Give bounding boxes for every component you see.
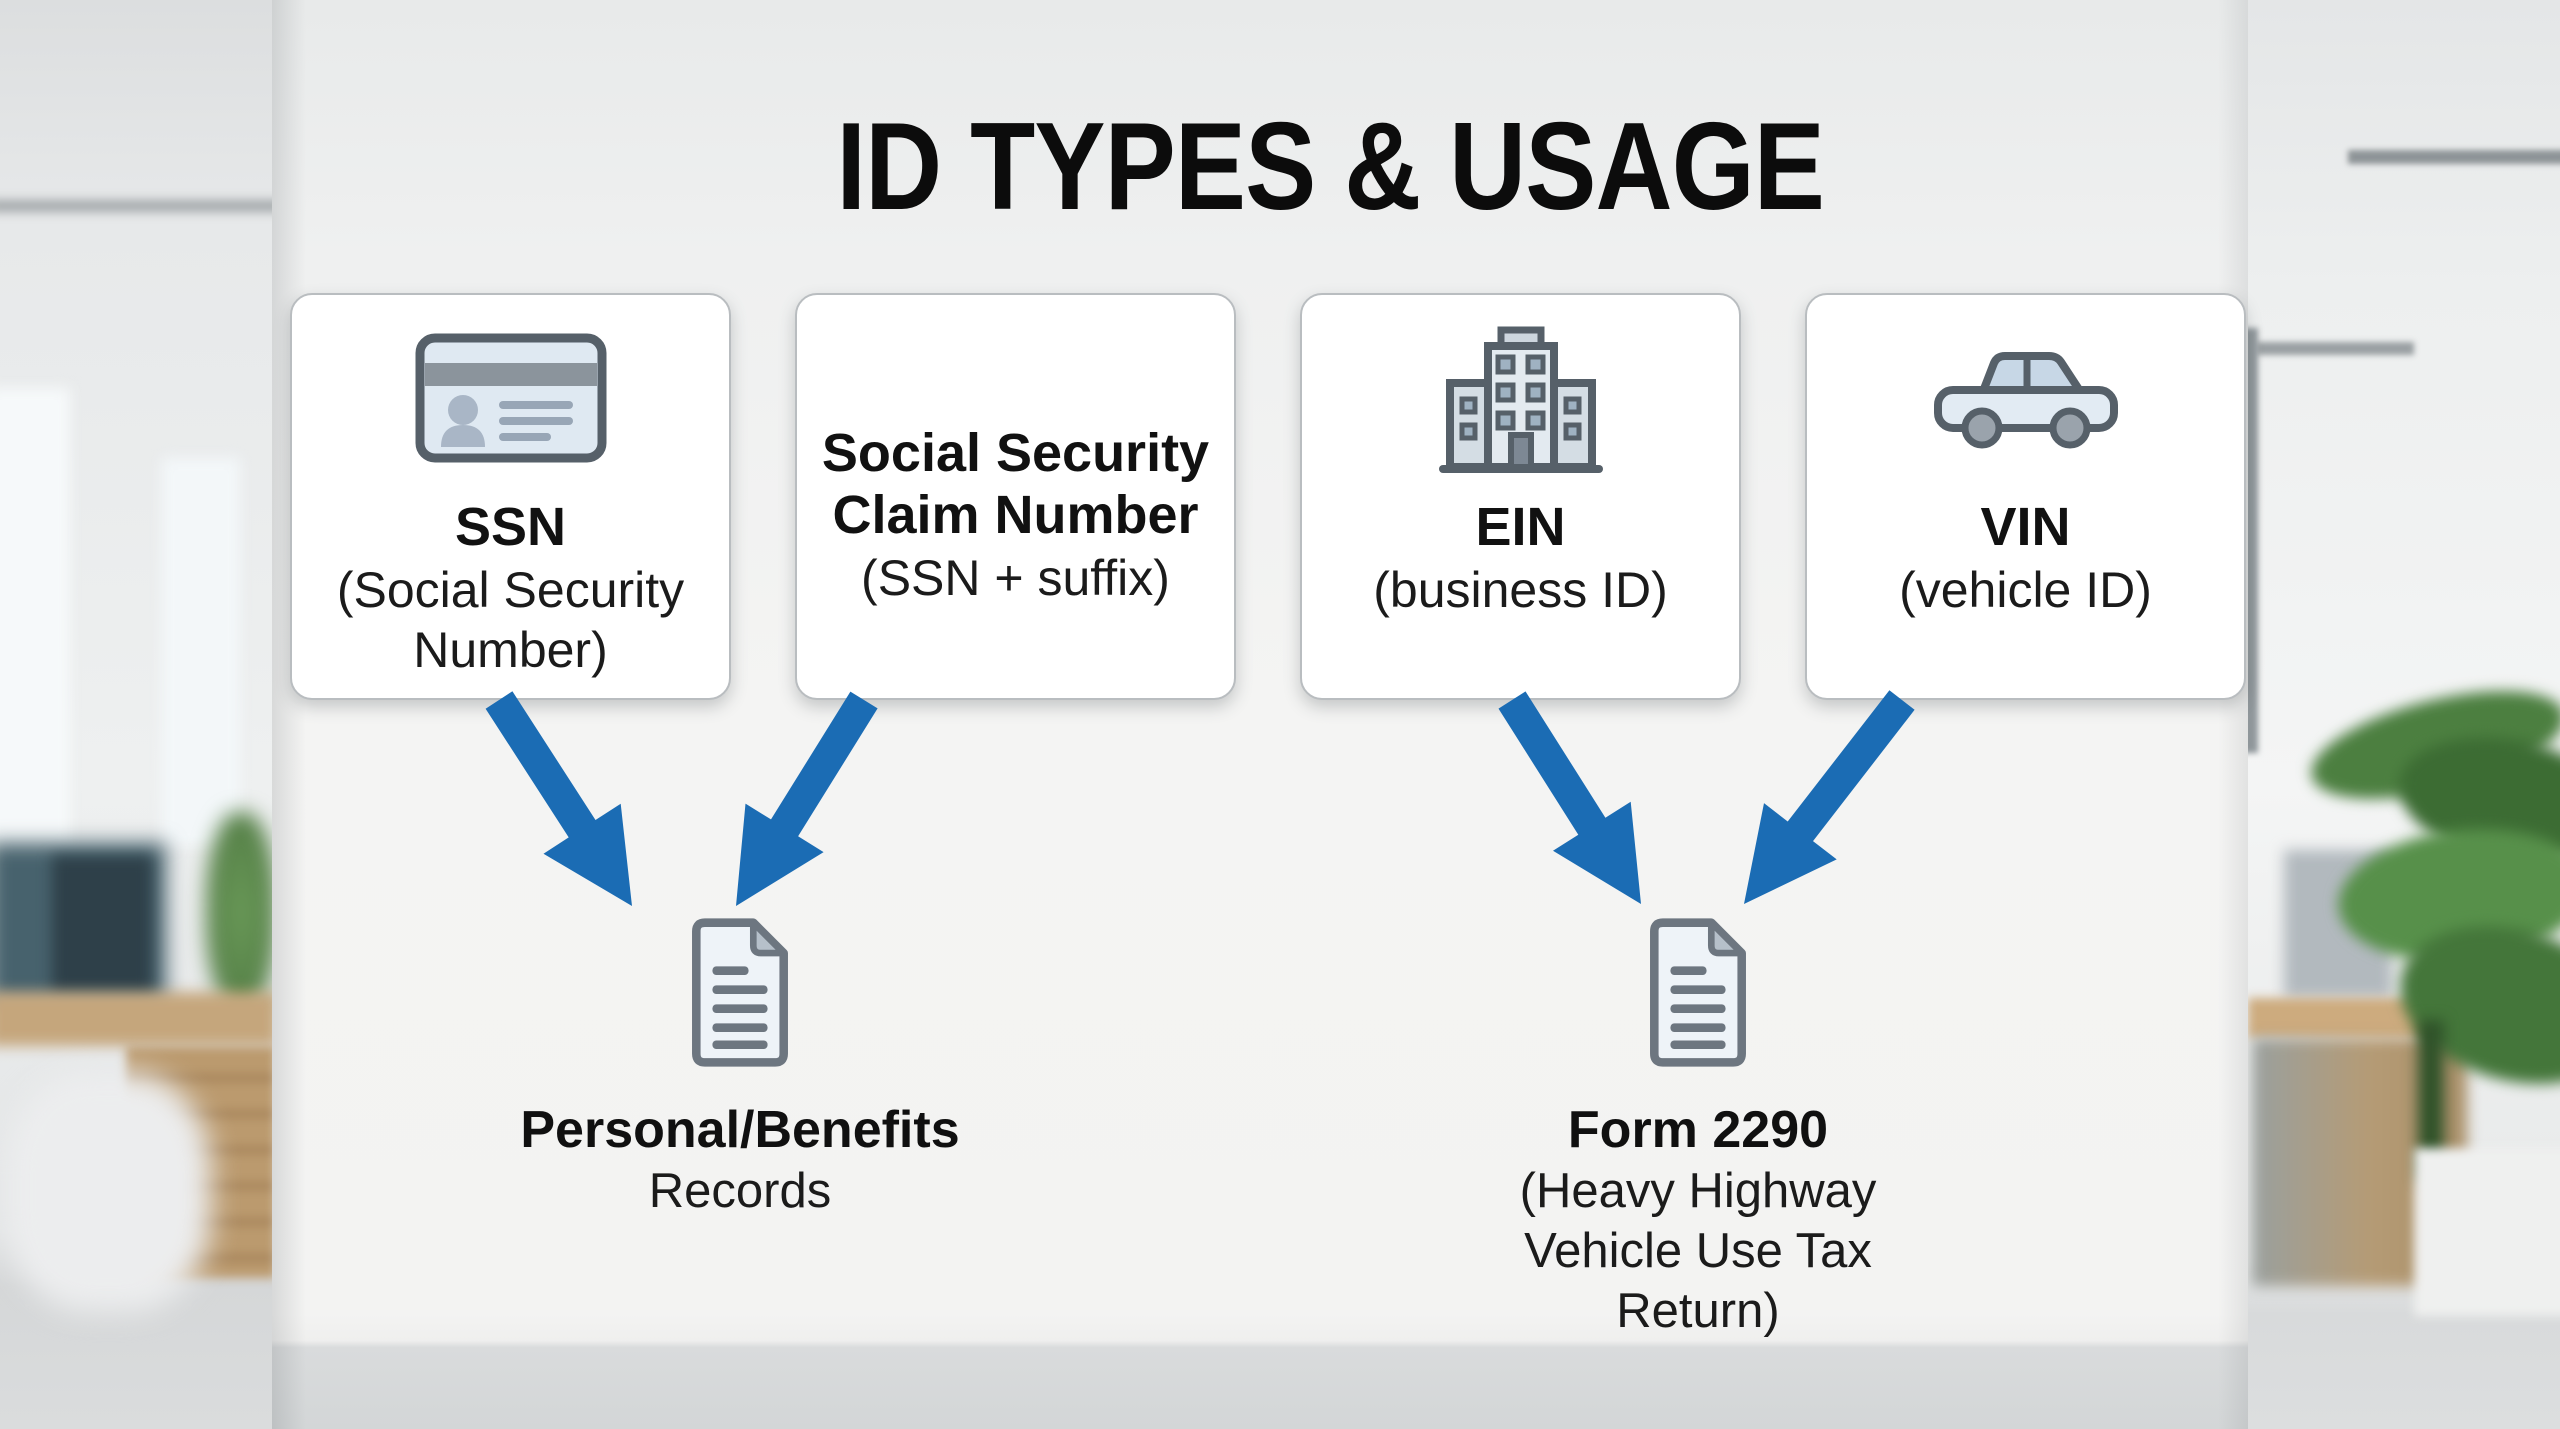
card-vin: VIN (vehicle ID) bbox=[1805, 293, 2246, 700]
planter-box bbox=[2414, 1148, 2560, 1316]
destination-form-2290: Form 2290 (Heavy Highway Vehicle Use Tax… bbox=[1418, 915, 1978, 1341]
card-ssn: SSN (Social Security Number) bbox=[290, 293, 731, 700]
card-subtitle: (business ID) bbox=[1373, 562, 1668, 618]
card-row: SSN (Social Security Number) Social Secu… bbox=[290, 293, 2252, 700]
card-subtitle: (Social Security Number) bbox=[336, 562, 685, 678]
document-icon bbox=[1650, 918, 1746, 1067]
card-ein: EIN (business ID) bbox=[1300, 293, 1741, 700]
picture-frame bbox=[2248, 328, 2258, 753]
destination-records: Personal/Benefits Records bbox=[460, 915, 1020, 1221]
ceiling-line bbox=[0, 200, 272, 212]
card-title: VIN bbox=[1980, 497, 2071, 557]
card-title: EIN bbox=[1475, 497, 1566, 557]
background-office-right bbox=[2248, 0, 2560, 1429]
window bbox=[162, 458, 240, 846]
destination-title: Personal/Benefits bbox=[520, 1101, 960, 1159]
card-claim-number: Social Security Claim Number (SSN + suff… bbox=[795, 293, 1236, 700]
office-chair bbox=[6, 1072, 211, 1312]
ceiling-light bbox=[2256, 342, 2414, 355]
document-icon bbox=[692, 918, 788, 1067]
card-subtitle: (vehicle ID) bbox=[1899, 562, 2152, 618]
wall-edge-shadow bbox=[272, 0, 306, 1429]
background-office-left bbox=[0, 0, 272, 1429]
card-title: Social Security Claim Number bbox=[821, 422, 1210, 545]
wall-edge-shadow bbox=[2218, 0, 2248, 1429]
page-title: ID TYPES & USAGE bbox=[836, 98, 1825, 236]
destination-title: Form 2290 bbox=[1567, 1101, 1829, 1159]
card-subtitle: (SSN + suffix) bbox=[861, 549, 1170, 606]
ceiling-light bbox=[2348, 150, 2560, 164]
destination-subtitle: (Heavy Highway Vehicle Use Tax Return) bbox=[1519, 1164, 1877, 1338]
building-icon bbox=[1438, 326, 1603, 473]
window bbox=[0, 388, 70, 846]
monitor bbox=[52, 856, 152, 992]
card-title: SSN bbox=[454, 497, 567, 557]
desk bbox=[0, 992, 272, 1046]
id-card-icon bbox=[415, 333, 606, 462]
destination-subtitle: Records bbox=[648, 1164, 832, 1218]
plant-icon bbox=[206, 812, 272, 1012]
car-icon bbox=[1933, 351, 2118, 448]
